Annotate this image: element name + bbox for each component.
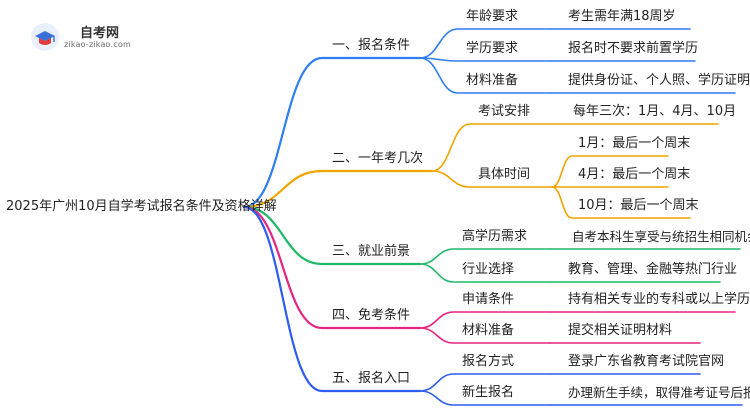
category-registration-entry: 五、报名入口: [332, 371, 411, 386]
child-branch-line: [419, 248, 551, 265]
root-branch-line: [242, 205, 422, 330]
child-branch-line: [419, 57, 551, 62]
node-exemption-materials: 材料准备: [462, 323, 515, 338]
graduation-cap-icon: [31, 23, 59, 51]
leaf-january-time: 1月：最后一个周末: [578, 136, 691, 151]
leaf-apply-conditions-detail: 持有相关专业的专科或以上学历: [568, 292, 750, 307]
child-branch-line: [419, 327, 551, 344]
leaf-education-detail: 报名时不要求前置学历: [568, 41, 699, 56]
leaf-new-student-detail: 办理新生手续，取得准考证号后报考: [568, 385, 750, 400]
category-registration-conditions: 一、报名条件: [332, 38, 411, 53]
site-logo[interactable]: 自考网 zikao-zikao.com: [30, 16, 170, 56]
category-employment-prospects: 三、就业前景: [332, 244, 411, 259]
logo-domain: zikao-zikao.com: [64, 40, 131, 49]
node-age-requirement: 年龄要求: [466, 9, 519, 24]
leaf-registration-method-detail: 登录广东省教育考试院官网: [568, 354, 725, 369]
root-topic: 2025年广州10月自学考试报名条件及资格详解: [6, 199, 277, 214]
node-registration-method: 报名方式: [462, 354, 515, 369]
root-branch-line: [242, 56, 422, 209]
node-industry-choice: 行业选择: [462, 262, 515, 277]
node-apply-conditions: 申请条件: [462, 292, 515, 307]
child-branch-line: [419, 311, 551, 329]
leaf-industry-detail: 教育、管理、金融等热门行业: [568, 262, 738, 277]
root-branch-line: [242, 169, 434, 209]
logo-brand: 自考网: [80, 26, 120, 41]
leaf-october-time: 10月：最后一个周末: [578, 198, 699, 213]
root-branch-line: [242, 205, 422, 266]
node-new-student-registration: 新生报名: [462, 385, 515, 400]
category-exemption-conditions: 四、免考条件: [332, 308, 411, 323]
child-branch-line: [419, 263, 551, 283]
leaf-april-time: 4月：最后一个周末: [578, 167, 691, 182]
leaf-underline: [551, 186, 691, 219]
child-branch-line: [431, 123, 561, 172]
node-education-requirement: 学历要求: [466, 41, 519, 56]
leaf-exemption-materials-detail: 提交相关证明材料: [568, 323, 673, 338]
node-specific-time: 具体时间: [478, 167, 531, 182]
child-branch-line: [419, 373, 551, 392]
leaf-high-education-detail: 自考本科生享受与统招生相同机会: [572, 229, 750, 244]
node-exam-schedule: 考试安排: [478, 104, 531, 119]
child-branch-line: [419, 28, 551, 59]
child-branch-line: [419, 390, 551, 406]
leaf-materials-detail: 提供身份证、个人照、学历证明等: [568, 73, 750, 88]
leaf-schedule-detail: 每年三次：1月、4月、10月: [573, 104, 737, 119]
leaf-age-detail: 考生需年满18周岁: [568, 9, 676, 24]
root-branch-line: [242, 205, 422, 393]
leaf-underline: [551, 155, 669, 188]
child-branch-line: [419, 57, 551, 94]
node-high-education-demand: 高学历需求: [462, 229, 528, 244]
child-branch-line: [431, 170, 553, 188]
category-exam-frequency: 二、一年考几次: [332, 151, 424, 166]
node-materials: 材料准备: [466, 73, 519, 88]
